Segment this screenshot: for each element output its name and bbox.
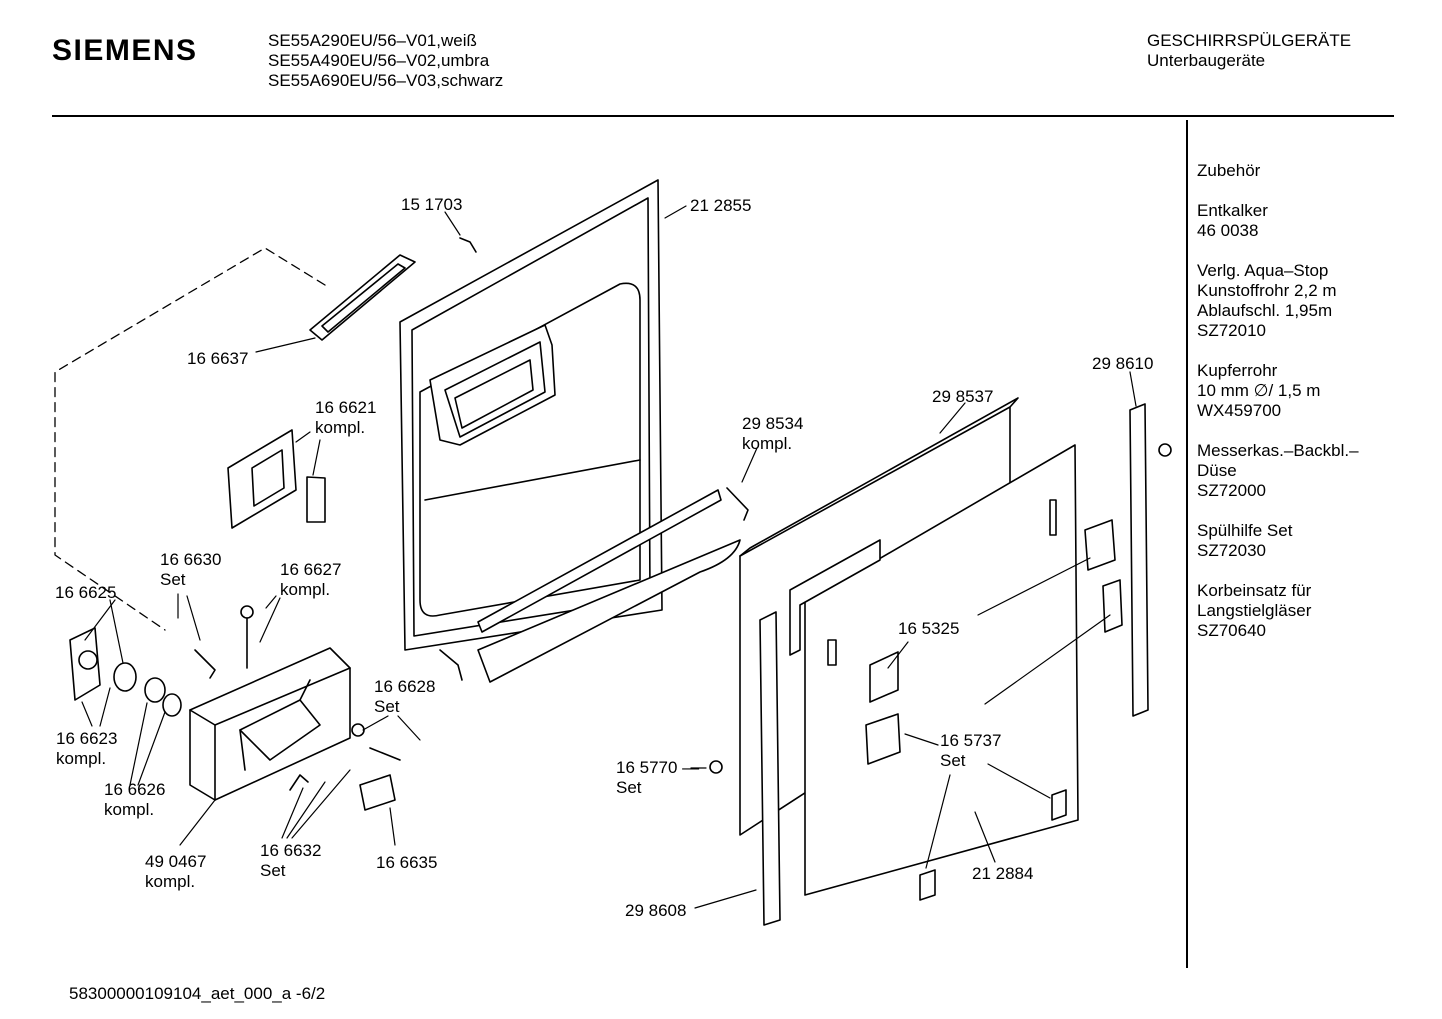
sidebar-divider [1186,120,1188,968]
accessory-line: WX459700 [1197,401,1282,420]
part-label: 15 1703 [401,195,463,214]
leader-lines [81,205,1137,909]
model-line: SE55A290EU/56–V01,weiß [268,31,477,50]
part-label: 16 6635 [376,853,438,872]
cap-button [709,760,723,774]
siemens-logo: SIEMENS [52,34,198,67]
accessory-line: SZ72000 [1197,481,1266,500]
carrier-panel [789,444,1123,901]
header-divider [52,115,1394,117]
part-label: 21 2884 [972,864,1034,883]
accessory-item: Korbeinsatz für Langstielgläser SZ70640 [1197,581,1432,641]
accessory-line: 46 0038 [1197,221,1259,240]
part-label: 29 8608 [625,901,687,920]
accessory-item: Messerkas.–Backbl.– Düse SZ72000 [1197,441,1432,501]
model-line: SE55A490EU/56–V02,umbra [268,51,490,70]
category-heading: GESCHIRRSPÜLGERÄTE Unterbaugeräte [1147,31,1351,71]
door-strip [477,489,741,683]
side-rail-left [759,611,781,926]
plug [1158,443,1172,457]
accessory-line: Düse [1197,461,1237,480]
rinse-aid-cover [227,429,326,529]
accessory-line: Korbeinsatz für [1197,581,1312,600]
detergent-dispenser [189,647,351,801]
assembly-dashed-line [54,247,326,631]
accessory-line: SZ72010 [1197,321,1266,340]
category-title: GESCHIRRSPÜLGERÄTE [1147,31,1352,50]
part-label: 16 5770 —Set [616,758,700,797]
accessory-line: Entkalker [1197,201,1268,220]
model-line: SE55A690EU/56–V03,schwarz [268,71,504,90]
category-subtitle: Unterbaugeräte [1147,51,1266,70]
part-label: 16 6637 [187,349,249,368]
side-rail-right [1129,403,1149,717]
accessory-line: Zubehör [1197,161,1261,180]
accessory-line: Spülhilfe Set [1197,521,1293,540]
accessory-heading: Zubehör [1197,161,1432,181]
accessory-item: Entkalker 46 0038 [1197,201,1432,241]
part-label: 29 8537 [932,387,994,406]
small-parts [194,237,749,811]
document-footer: 58300000109104_aet_000_a -6/2 [69,984,326,1003]
accessory-line: SZ70640 [1197,621,1266,640]
accessory-line: Kunstoffrohr 2,2 m [1197,281,1337,300]
accessory-line: Langstielgläser [1197,601,1312,620]
accessory-line: Ablaufschl. 1,95m [1197,301,1333,320]
inner-door-panel [399,179,663,651]
accessory-line: SZ72030 [1197,541,1266,560]
seal-frame [309,254,416,341]
accessory-line: Verlg. Aqua–Stop [1197,261,1329,280]
accessory-line: 10 mm ∅/ 1,5 m [1197,381,1321,400]
accessory-item: Kupferrohr 10 mm ∅/ 1,5 m WX459700 [1197,361,1432,421]
part-label: 29 8610 [1092,354,1154,373]
part-label: 21 2855 [690,196,752,215]
accessory-item: Spülhilfe Set SZ72030 [1197,521,1432,561]
part-label: 16 5325 [898,619,960,638]
accessory-line: Kupferrohr [1197,361,1278,380]
model-list: SE55A290EU/56–V01,weiß SE55A490EU/56–V02… [268,31,503,91]
handle-cap [69,627,182,717]
accessories-panel: Zubehör Entkalker 46 0038 Verlg. Aqua–St… [1197,161,1432,661]
part-label: 16 6625 [55,583,117,602]
accessory-line: Messerkas.–Backbl.– [1197,441,1359,460]
accessory-item: Verlg. Aqua–Stop Kunstoffrohr 2,2 m Abla… [1197,261,1432,341]
